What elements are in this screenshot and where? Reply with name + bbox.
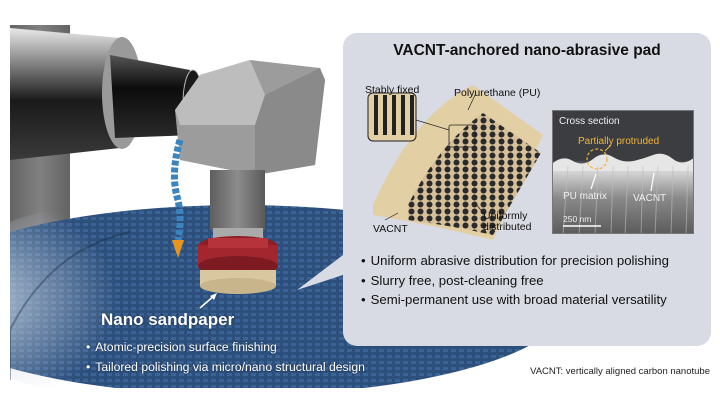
- polyurethane-label: Polyurethane (PU): [454, 87, 541, 99]
- bullet-item: Semi-permanent use with broad material v…: [361, 290, 669, 310]
- bullet-item: Uniform abrasive distribution for precis…: [361, 251, 669, 271]
- pad-cnt-illustration: [367, 85, 543, 240]
- cross-section-image: Cross section Partially protruded PU mat…: [552, 110, 694, 234]
- panel-title: VACNT-anchored nano-abrasive pad: [393, 42, 661, 59]
- pu-matrix-label: PU matrix: [563, 191, 607, 202]
- nano-sandpaper-bullets: Atomic-precision surface finishing Tailo…: [86, 337, 365, 377]
- cross-section-title: Cross section: [559, 116, 620, 127]
- scale-bar-label: 250 nm: [563, 214, 592, 224]
- partially-protruded-label: Partially protruded: [578, 136, 660, 147]
- stably-fixed-inset: [374, 95, 414, 135]
- bullet-item: Slurry free, post-cleaning free: [361, 271, 669, 291]
- nano-sandpaper-title: Nano sandpaper: [101, 310, 235, 329]
- cross-vacnt-label: VACNT: [633, 193, 667, 204]
- uniformly-label-line2: distributed: [483, 221, 532, 233]
- panel-bullets: Uniform abrasive distribution for precis…: [361, 251, 669, 310]
- bullet-item: Tailored polishing via micro/nano struct…: [86, 357, 365, 377]
- footnote: VACNT: vertically aligned carbon nanotub…: [530, 366, 710, 377]
- vacnt-pad-panel: VACNT-anchored nano-abrasive pad Stably …: [343, 33, 711, 346]
- stably-fixed-label: Stably fixed: [365, 84, 420, 96]
- vacnt-label: VACNT: [373, 223, 408, 235]
- uniformly-label-line1: Uniformly: [483, 210, 528, 222]
- bullet-item: Atomic-precision surface finishing: [86, 337, 365, 357]
